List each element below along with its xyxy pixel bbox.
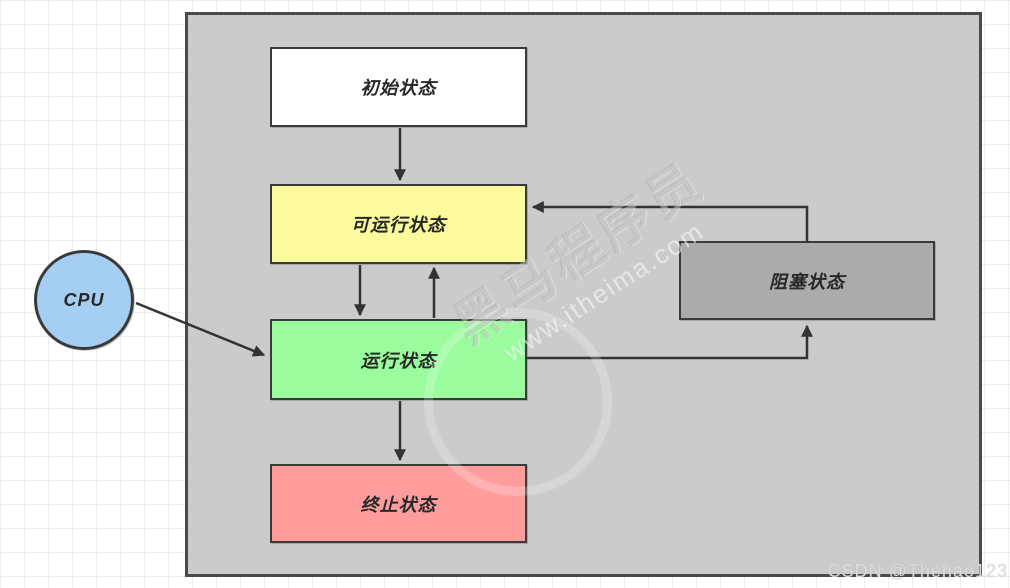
node-cpu-label: CPU	[63, 289, 105, 310]
node-blocked-state: 阻塞状态	[679, 241, 935, 320]
node-blocked-label: 阻塞状态	[769, 271, 845, 292]
node-initial-label: 初始状态	[360, 78, 437, 98]
node-running-label: 运行状态	[360, 350, 437, 371]
node-terminated-label: 终止状态	[360, 494, 437, 515]
node-terminated-state: 终止状态	[270, 464, 527, 543]
node-runnable-label: 可运行状态	[351, 215, 446, 235]
node-runnable-state: 可运行状态	[270, 184, 527, 264]
csdn-credit-text: CSDN @Thehao123	[827, 561, 1008, 581]
node-cpu-circle: CPU	[34, 250, 134, 350]
node-initial-state: 初始状态	[270, 47, 527, 127]
node-running-state: 运行状态	[270, 319, 527, 400]
